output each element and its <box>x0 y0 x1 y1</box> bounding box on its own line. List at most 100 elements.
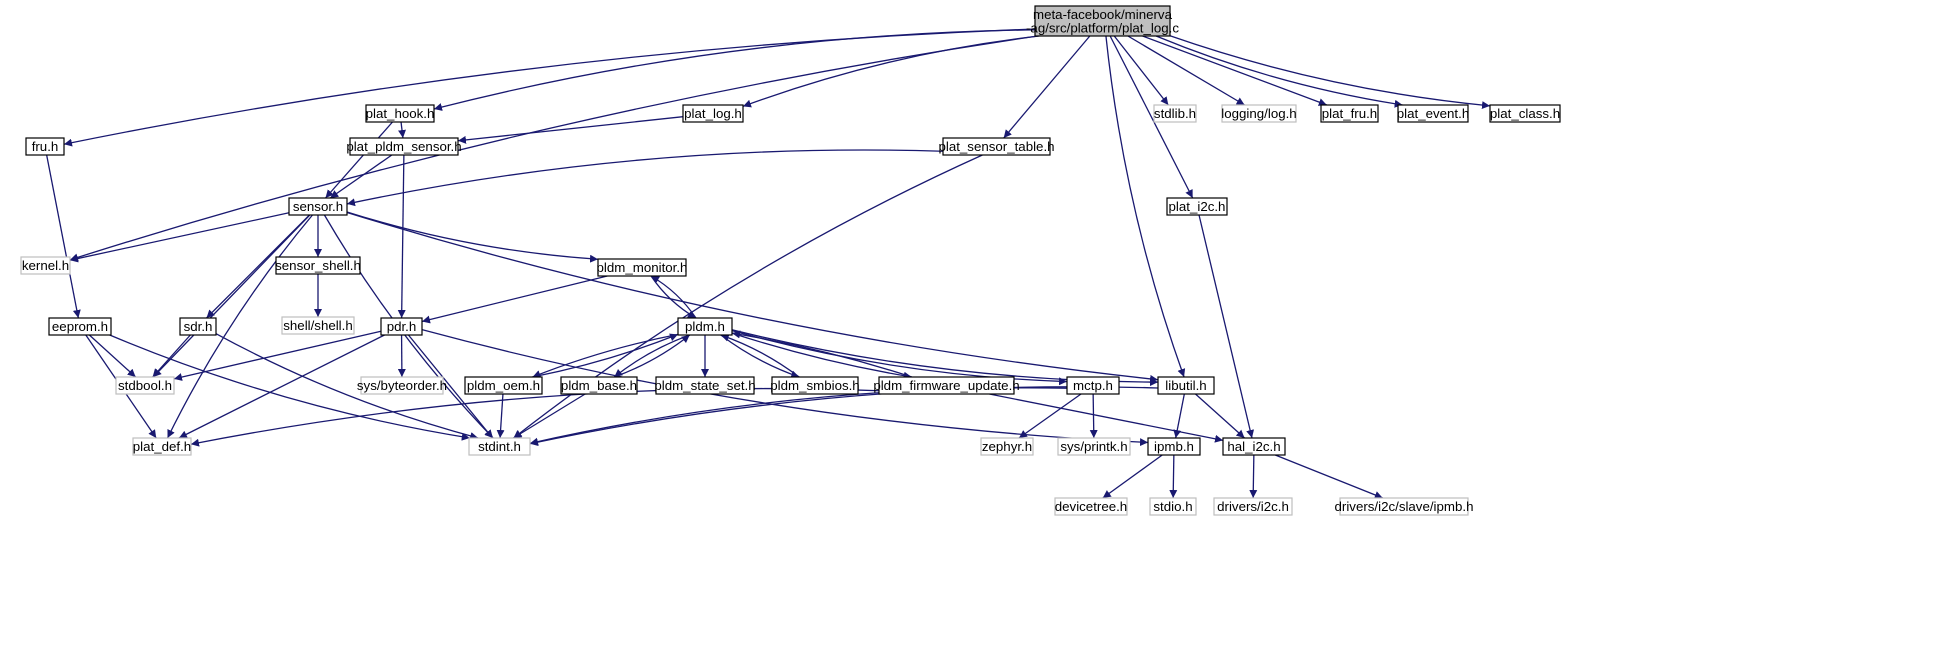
edge-root-to-plat_class <box>1169 35 1491 110</box>
edge-pldm_firmware_update-to-pldm <box>731 330 912 378</box>
edge-fru-to-eeprom <box>46 154 81 319</box>
node-label: plat_hook.h <box>366 106 435 121</box>
node-label: plat_fru.h <box>1322 106 1377 121</box>
node-box <box>655 376 755 395</box>
node-pldm-oem[interactable]: pldm_oem.h <box>464 376 543 395</box>
edge-root-to-plat_log <box>742 35 1040 108</box>
edge-eeprom-to-stdbool <box>88 334 137 378</box>
node-kernel: kernel.h <box>20 256 71 275</box>
node-box <box>380 317 423 336</box>
edge-sdr-to-stdbool <box>152 334 191 378</box>
edge-sensor-to-stdbool <box>152 214 311 378</box>
node-label: stdlib.h <box>1154 106 1196 121</box>
edge-pldm_base-to-stdint <box>513 393 586 439</box>
node-box <box>1149 497 1197 516</box>
edge-root-to-fru <box>63 28 1036 147</box>
edge-sensor-to-pldm_monitor <box>346 211 599 263</box>
node-root: meta-facebook/minerva-ag/src/platform/pl… <box>1026 5 1179 37</box>
edge-pldm_base-to-pldm <box>614 334 691 378</box>
node-pdr[interactable]: pdr.h <box>380 317 423 336</box>
node-libutil[interactable]: libutil.h <box>1157 376 1215 395</box>
edge-pdr-to-stdbool <box>173 330 382 381</box>
edge-plat_sensor_table-to-sensor <box>346 149 944 207</box>
node-label: plat_i2c.h <box>1169 199 1226 214</box>
node-box <box>288 197 348 216</box>
node-box <box>349 137 459 156</box>
node-box <box>597 258 687 277</box>
node-pldm-base[interactable]: pldm_base.h <box>560 376 638 395</box>
node-label: sensor.h <box>293 199 343 214</box>
edge-root-to-plat_sensor_table <box>1003 35 1091 139</box>
node-shell-shell: shell/shell.h <box>281 316 355 335</box>
node-label: plat_log.h <box>684 106 742 121</box>
edge-hal_i2c-to-drivers_i2c_slave_ipmb <box>1275 454 1383 499</box>
node-pldm-firmware-update[interactable]: pldm_firmware_update.h <box>873 376 1020 395</box>
node-eeprom[interactable]: eeprom.h <box>48 317 112 336</box>
edge-plat_log-to-plat_pldm_sensor <box>457 116 684 144</box>
node-label: sdr.h <box>184 319 213 334</box>
node-box <box>1166 197 1228 216</box>
edge-root-to-plat_i2c <box>1109 35 1194 199</box>
node-drivers-i2c: drivers/i2c.h <box>1213 497 1293 516</box>
edge-sensor-to-kernel <box>69 212 290 263</box>
node-ipmb[interactable]: ipmb.h <box>1147 437 1201 456</box>
edge-pldm-to-pldm_firmware_update <box>731 332 912 380</box>
node-label: sys/printk.h <box>1060 439 1127 454</box>
node-plat-i2c[interactable]: plat_i2c.h <box>1166 197 1228 216</box>
edge-root-to-kernel <box>69 35 1038 262</box>
node-sensor[interactable]: sensor.h <box>288 197 348 216</box>
edge-plat_pldm_sensor-to-sensor <box>329 154 393 199</box>
edge-plat_i2c-to-hal_i2c <box>1198 214 1255 439</box>
edge-pldm_monitor-to-pldm <box>650 275 697 319</box>
node-box <box>980 437 1034 456</box>
node-pldm-state-set[interactable]: pldm_state_set.h <box>654 376 756 395</box>
edge-pldm-to-mctp <box>731 329 1068 386</box>
node-plat-hook[interactable]: plat_hook.h <box>365 104 435 123</box>
node-sensor-shell[interactable]: sensor_shell.h <box>275 256 361 275</box>
edge-root-to-logging_log <box>1127 35 1245 106</box>
node-box <box>115 376 175 395</box>
node-label: pdr.h <box>387 319 417 334</box>
node-sdr[interactable]: sdr.h <box>179 317 217 336</box>
node-label: kernel.h <box>22 258 69 273</box>
node-box <box>132 437 192 456</box>
edge-ipmb-to-stdio <box>1169 454 1178 499</box>
node-plat-sensor-table[interactable]: plat_sensor_table.h <box>938 137 1055 156</box>
node-box <box>25 137 65 156</box>
edge-libutil-to-hal_i2c <box>1195 393 1245 439</box>
node-label: meta-facebook/minerva <box>1033 7 1173 22</box>
node-plat-log[interactable]: plat_log.h <box>682 104 744 123</box>
node-label: drivers/i2c/slave/ipmb.h <box>1335 499 1474 514</box>
node-box <box>1489 104 1561 123</box>
node-logging-log: logging/log.h <box>1221 104 1297 123</box>
node-label: plat_pldm_sensor.h <box>346 139 461 154</box>
edge-mctp-to-stdint <box>529 387 1068 446</box>
node-box <box>275 256 361 275</box>
node-plat-fru[interactable]: plat_fru.h <box>1320 104 1379 123</box>
edge-pldm_firmware_update-to-hal_i2c <box>989 393 1224 443</box>
node-label: pldm_firmware_update.h <box>873 378 1019 393</box>
node-hal-i2c[interactable]: hal_i2c.h <box>1222 437 1286 456</box>
node-label: pldm_smbios.h <box>770 378 859 393</box>
node-box <box>942 137 1051 156</box>
node-mctp[interactable]: mctp.h <box>1066 376 1120 395</box>
node-label: stdio.h <box>1153 499 1192 514</box>
node-box <box>1066 376 1120 395</box>
node-box <box>682 104 744 123</box>
node-box <box>365 104 435 123</box>
node-fru[interactable]: fru.h <box>25 137 65 156</box>
node-label: zephyr.h <box>982 439 1032 454</box>
node-box <box>1054 497 1128 516</box>
node-plat-event[interactable]: plat_event.h <box>1397 104 1469 123</box>
node-label: ipmb.h <box>1154 439 1194 454</box>
node-plat-class[interactable]: plat_class.h <box>1489 104 1561 123</box>
node-plat-pldm-sensor[interactable]: plat_pldm_sensor.h <box>346 137 462 156</box>
node-box <box>1320 104 1379 123</box>
node-zephyr: zephyr.h <box>980 437 1034 456</box>
node-pldm-smbios[interactable]: pldm_smbios.h <box>770 376 860 395</box>
node-pldm[interactable]: pldm.h <box>677 317 733 336</box>
node-label: libutil.h <box>1165 378 1206 393</box>
node-pldm-monitor[interactable]: pldm_monitor.h <box>597 258 688 277</box>
edge-root-to-plat_hook <box>433 29 1036 111</box>
node-label: pldm.h <box>685 319 725 334</box>
